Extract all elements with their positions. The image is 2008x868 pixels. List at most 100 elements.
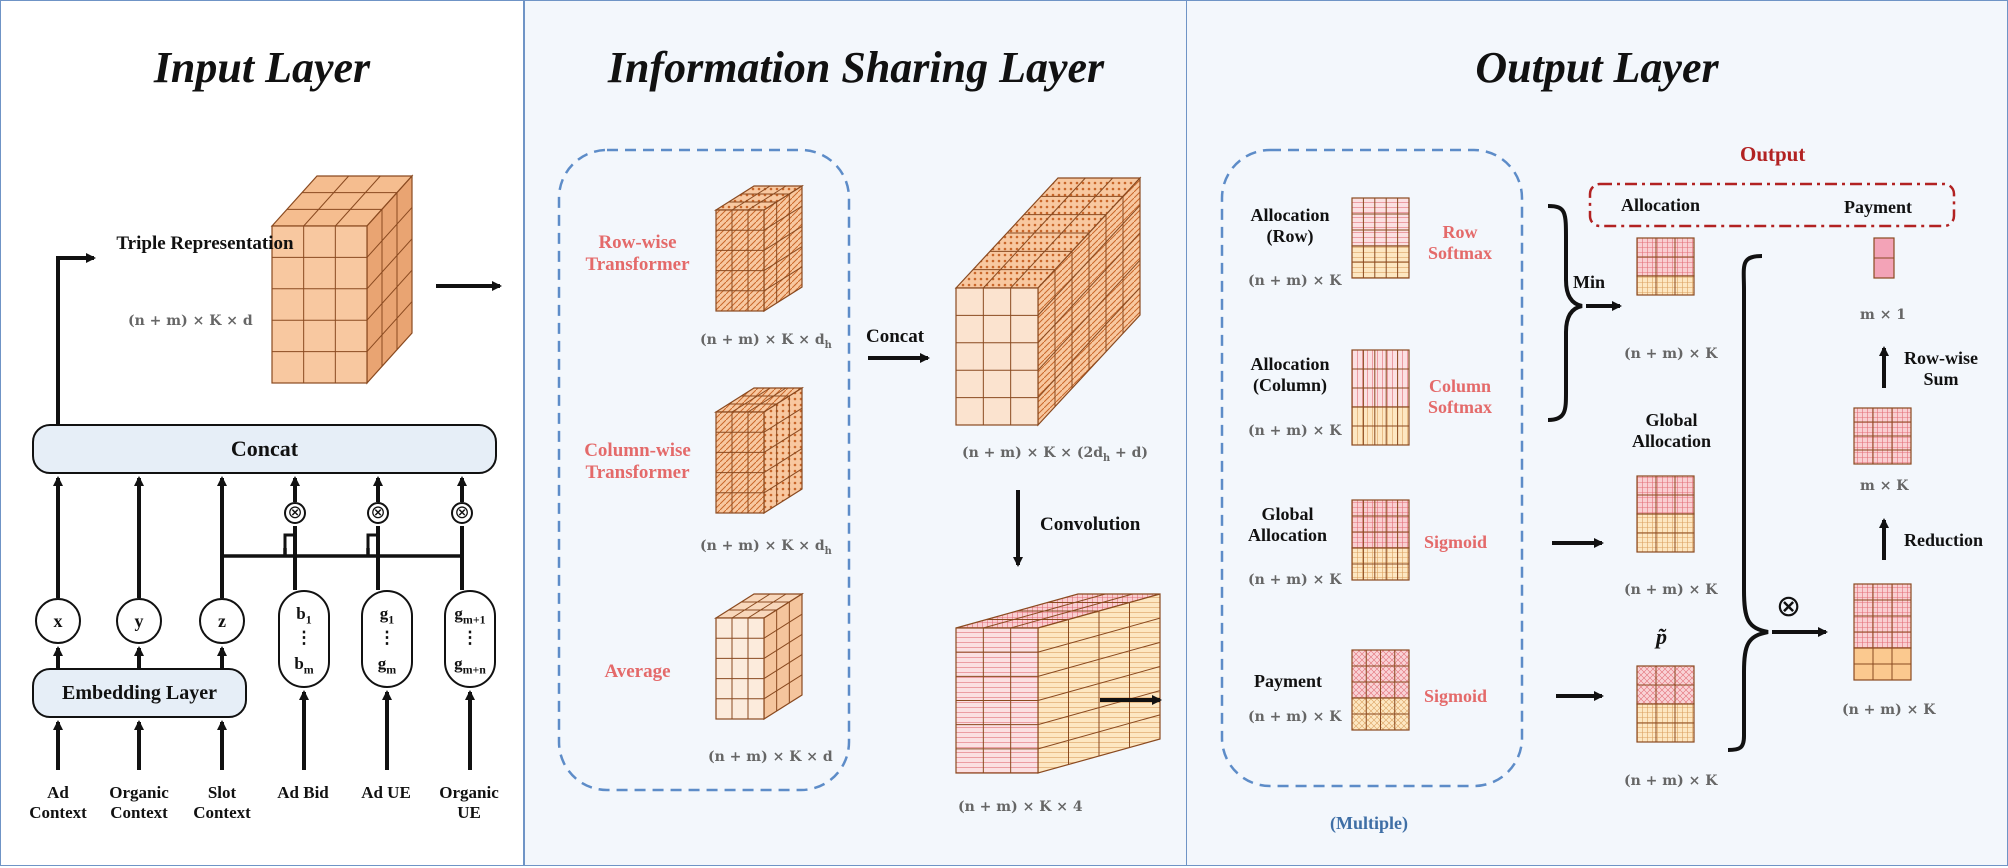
z-branch: [283, 533, 295, 556]
z-broadcast-line: [220, 554, 462, 598]
reduction-label: Reduction: [1904, 530, 1984, 550]
p-tilde-matrix: [1636, 665, 1695, 743]
min-label: Min: [1573, 272, 1606, 292]
multiply-icon: ⊗: [451, 502, 473, 524]
payment-matrix: [1351, 649, 1410, 731]
ad-ue-pill: g1 ⋮ gm: [361, 590, 413, 688]
allocation-row-matrix: [1351, 197, 1410, 279]
concat-dim-sub: h: [1103, 452, 1111, 464]
sigmoid-label-2: Sigmoid: [1424, 686, 1488, 706]
input-organic-ue: Organic UE: [439, 783, 499, 822]
output-allocation-label: Allocation: [1621, 195, 1700, 215]
row-dim-sub: h: [824, 339, 832, 351]
node-z: z: [199, 598, 245, 644]
concat-label: Concat: [866, 326, 925, 347]
input-layer-title: Input Layer: [153, 43, 371, 92]
input-ad-bid: Ad Bid: [277, 783, 329, 802]
multiply-icon: ⊗: [367, 502, 389, 524]
pill-bottom-sub: m+n: [462, 662, 486, 677]
pill-bottom-text: g: [454, 654, 463, 673]
min-result-matrix: [1636, 237, 1695, 296]
pill-top-text: b: [296, 604, 306, 623]
row-dim-text: (n + m) × K × d: [700, 332, 825, 348]
column-wise-transformer-label: Column-wise Transformer: [584, 440, 691, 483]
average-cube: [713, 592, 805, 721]
pill-top-text: g: [454, 604, 463, 623]
global-allocation-matrix: [1351, 499, 1410, 581]
concat-cube: [954, 176, 1142, 427]
head-allocation-column-label: Allocation (Column): [1250, 354, 1330, 395]
global-result-matrix: [1636, 475, 1695, 553]
multiply-icon: ⊗: [284, 502, 306, 524]
input-slot-context: Slot Context: [193, 783, 251, 822]
head-payment-dim: (n + m) × K: [1248, 709, 1342, 725]
triple-dim-label: (n + m) × K × d: [128, 313, 253, 329]
pill-top-sub: 1: [305, 612, 312, 627]
head-global-allocation-label: Global Allocation: [1248, 504, 1327, 545]
concat-box: Concat: [32, 424, 497, 474]
convolution-label: Convolution: [1040, 514, 1141, 535]
global-allocation-label: Global Allocation: [1632, 410, 1711, 451]
p-tilde-label: p̃: [1656, 624, 1667, 649]
m1-dim-label: m × 1: [1860, 307, 1907, 323]
head-allocation-row-label: Allocation (Row): [1250, 205, 1330, 246]
head-allocation-row-dim: (n + m) × K: [1248, 273, 1342, 289]
column-dim-text: (n + m) × K × d: [700, 538, 825, 554]
average-label: Average: [604, 661, 671, 682]
pill-bottom-sub: m: [386, 662, 397, 677]
pill-top-text: g: [379, 604, 389, 623]
min-dim-label: (n + m) × K: [1624, 346, 1718, 362]
row-wise-transformer-label: Row-wise Transformer: [585, 232, 690, 275]
column-transformer-cube: [713, 386, 805, 515]
input-organic-context: Organic Context: [109, 783, 169, 822]
product-dim-label: (n + m) × K: [1842, 702, 1936, 718]
min-brace: [1547, 204, 1583, 422]
output-layer-title: Output Layer: [1475, 43, 1719, 92]
output-title: Output: [1740, 142, 1806, 166]
input-ad-context: Ad Context: [29, 783, 87, 822]
pill-dots: ⋮: [461, 628, 479, 647]
triple-representation-cube: [270, 174, 414, 385]
average-dim-label: (n + m) × K × d: [708, 749, 833, 765]
column-softmax-label: Column Softmax: [1428, 376, 1492, 417]
column-dim-label: (n + m) × K × dh: [700, 538, 832, 557]
organic-ue-pill: gm+1 ⋮ gm+n: [444, 590, 496, 688]
row-softmax-label: Row Softmax: [1428, 222, 1492, 263]
convolution-cube: [955, 593, 1161, 774]
product-matrix: [1853, 583, 1912, 681]
information-sharing-title: Information Sharing Layer: [607, 43, 1105, 92]
node-x: x: [35, 598, 81, 644]
pill-dots: ⋮: [378, 628, 396, 647]
payment-output-matrix: [1873, 237, 1895, 279]
pill-top-sub: m+1: [462, 612, 486, 627]
product-brace: [1727, 254, 1769, 752]
ad-bid-pill: b1 ⋮ bm: [278, 590, 330, 688]
column-dim-sub: h: [824, 545, 832, 557]
allocation-column-matrix: [1351, 349, 1410, 446]
concat-dim-post: + d): [1110, 445, 1149, 461]
concat-dim-pre: (n + m) × K × (2d: [962, 445, 1103, 461]
input-ad-ue: Ad UE: [361, 783, 411, 802]
row-wise-sum-label: Row-wise Sum: [1904, 348, 1978, 389]
node-y: y: [116, 598, 162, 644]
multiply-icon: ⊗: [1776, 590, 1802, 623]
global-allocation-dim-label: (n + m) × K: [1624, 582, 1718, 598]
pill-top-sub: 1: [388, 612, 395, 627]
concat-to-triple-line: [56, 256, 94, 424]
concat-dim-label: (n + m) × K × (2dh + d): [962, 445, 1148, 464]
multiple-label: (Multiple): [1330, 813, 1408, 833]
triple-representation-label: Triple Representation: [116, 233, 294, 254]
pill-bottom-text: b: [294, 654, 304, 673]
pill-dots: ⋮: [295, 628, 313, 647]
mk-dim-label: m × K: [1860, 478, 1909, 494]
embedding-layer-box: Embedding Layer: [32, 668, 247, 718]
p-tilde-dim-label: (n + m) × K: [1624, 773, 1718, 789]
z-branch: [366, 533, 378, 556]
head-global-allocation-dim: (n + m) × K: [1248, 572, 1342, 588]
pill-bottom-text: g: [377, 654, 387, 673]
row-transformer-cube: [713, 184, 805, 313]
sigmoid-label-1: Sigmoid: [1424, 532, 1488, 552]
pill-bottom-sub: m: [303, 662, 314, 677]
head-payment-label: Payment: [1254, 671, 1322, 691]
head-allocation-column-dim: (n + m) × K: [1248, 423, 1342, 439]
